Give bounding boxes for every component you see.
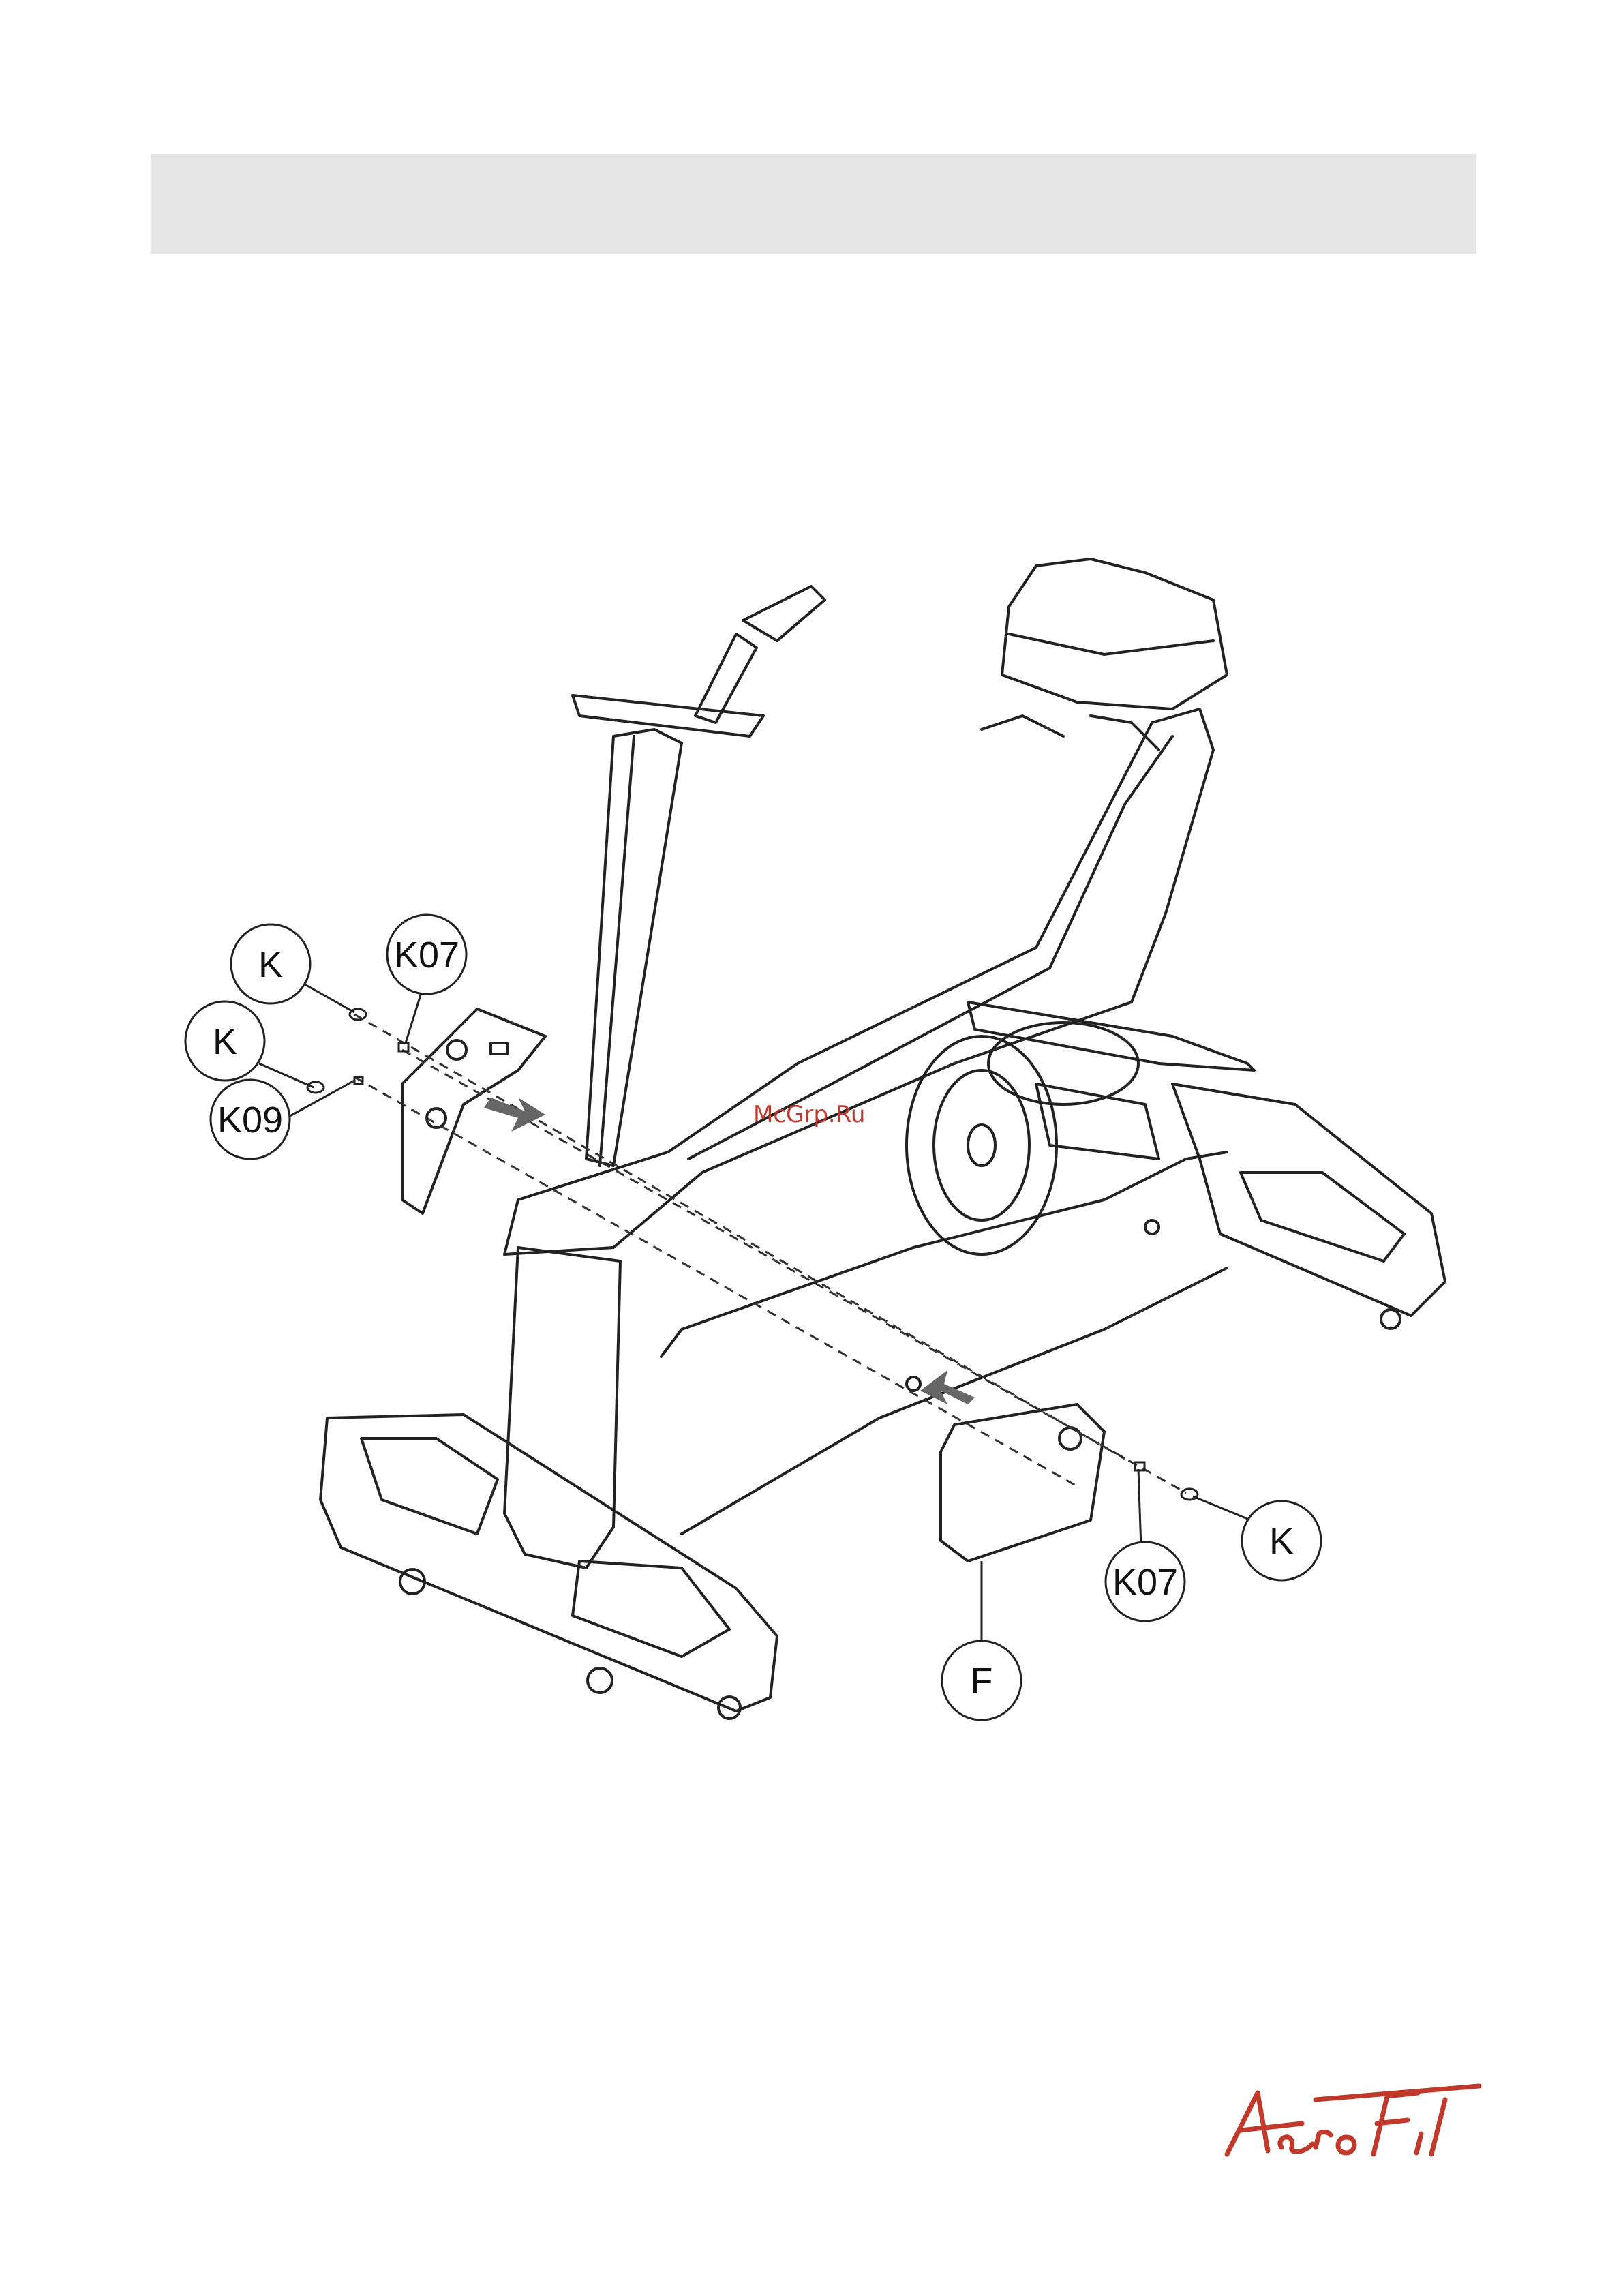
svg-text:K: K [213, 1021, 237, 1062]
callout-k-top: K [231, 924, 310, 1003]
svg-text:K: K [258, 944, 283, 985]
right-cover-f [941, 1404, 1104, 1561]
seat [982, 559, 1227, 750]
aerofit-logo [1213, 2072, 1486, 2175]
hardware [307, 1009, 1198, 1500]
svg-text:K07: K07 [1112, 1562, 1178, 1603]
callout-f: F [942, 1641, 1021, 1720]
callout-k-mid: K [185, 1001, 264, 1081]
callout-k09: K09 [211, 1080, 290, 1159]
svg-text:F: F [971, 1661, 993, 1702]
callout-k07-top: K07 [387, 915, 466, 994]
callout-k-right: K [1242, 1501, 1321, 1580]
main-frame [504, 709, 1227, 1534]
front-stabilizer [320, 1415, 777, 1719]
svg-text:K07: K07 [394, 935, 459, 976]
svg-text:K: K [1269, 1521, 1294, 1562]
rear-stabilizer [1172, 1084, 1445, 1329]
flywheel [907, 1036, 1057, 1254]
pedal-assembly [968, 1002, 1254, 1159]
leader-lines [259, 982, 1251, 1643]
watermark: McGrp.Ru [753, 1101, 865, 1128]
svg-text:K09: K09 [217, 1100, 283, 1141]
assembly-lines [354, 1014, 1186, 1493]
callout-k07-right: K07 [1106, 1542, 1185, 1621]
callouts: K K07 K K09 K K07 F [185, 915, 1321, 1720]
